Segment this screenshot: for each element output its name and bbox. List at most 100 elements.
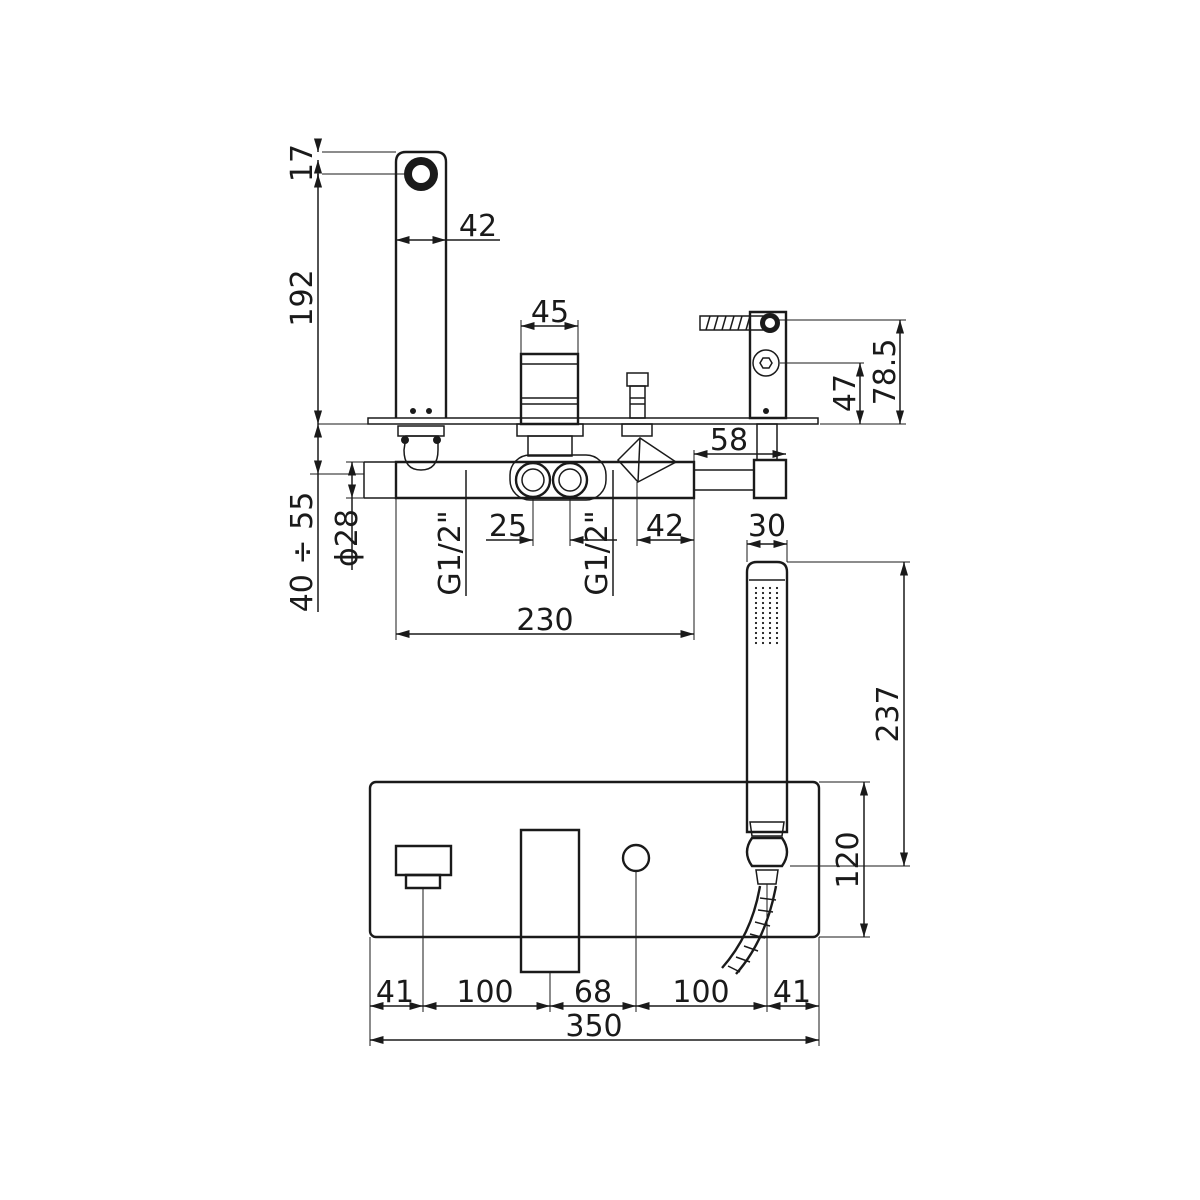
dim-label: 17: [285, 144, 320, 182]
nozzle-hole: [775, 591, 779, 595]
dim-label: 68: [574, 975, 612, 1010]
nozzle-hole: [754, 606, 758, 610]
dim-label: 58: [710, 423, 748, 458]
nozzle-hole: [768, 591, 772, 595]
nozzle-hole: [754, 626, 758, 630]
dim-label: 45: [531, 295, 569, 330]
inlet-left: [514, 461, 552, 499]
dim-label: 192: [285, 269, 320, 326]
nozzle-hole: [754, 631, 758, 635]
nozzle-hole: [775, 641, 779, 645]
handshower-nozzles: [754, 586, 779, 645]
spout-outlet: [394, 844, 453, 890]
nozzle-hole: [754, 611, 758, 615]
nozzle-hole: [761, 611, 765, 615]
dim-label: 78.5: [868, 339, 903, 406]
dim-spout-height: 192: [285, 160, 323, 424]
nozzle-hole: [754, 636, 758, 640]
nozzle-hole: [775, 606, 779, 610]
dim-spout-width: 42: [396, 209, 500, 245]
diverter-knob: [621, 843, 651, 873]
dim-handshower-length: 237: [787, 561, 910, 867]
dim-hose-offset: 58: [693, 423, 786, 462]
dim-label: 42: [459, 209, 497, 244]
dim-plate-total: 350: [370, 1009, 819, 1045]
nozzle-hole: [768, 596, 772, 600]
nozzle-hole: [775, 586, 779, 590]
nozzle-hole: [754, 596, 758, 600]
nozzle-hole: [761, 621, 765, 625]
handshower: [721, 560, 789, 975]
dim-mixer-width: 45: [520, 295, 579, 354]
dim-label: 230: [516, 603, 573, 638]
nozzle-hole: [761, 616, 765, 620]
nozzle-hole: [775, 636, 779, 640]
nozzle-hole: [761, 591, 765, 595]
nozzle-hole: [775, 626, 779, 630]
dim-label: ϕ28: [330, 509, 365, 567]
spout: [394, 150, 448, 471]
dim-label: 40 ÷ 55: [285, 492, 320, 613]
nozzle-hole: [768, 621, 772, 625]
mixer-cartridge: [516, 352, 584, 457]
nozzle-hole: [768, 641, 772, 645]
mixer-lever: [519, 828, 581, 974]
nozzle-hole: [768, 636, 772, 640]
nozzle-hole: [754, 616, 758, 620]
dim-label: 100: [456, 975, 513, 1010]
nozzle-hole: [775, 621, 779, 625]
nozzle-hole: [761, 596, 765, 600]
nozzle-hole: [761, 636, 765, 640]
nozzle-hole: [761, 626, 765, 630]
dim-pipe-diameter: ϕ28: [330, 461, 365, 570]
dim-inlet-spacing: 25: [486, 497, 617, 546]
nozzle-hole: [754, 586, 758, 590]
nozzle-hole: [761, 601, 765, 605]
dim-label: 100: [672, 975, 729, 1010]
nozzle-hole: [768, 626, 772, 630]
nozzle-hole: [775, 611, 779, 615]
dim-inlet-left: G1/2": [433, 470, 468, 596]
dim-label: 47: [828, 374, 863, 412]
nozzle-hole: [754, 621, 758, 625]
dim-plate-chain: 41 100 68 100 41: [369, 871, 820, 1046]
nozzle-hole: [768, 601, 772, 605]
nozzle-hole: [768, 586, 772, 590]
dim-label: 42: [646, 509, 684, 544]
dim-label: 350: [565, 1009, 622, 1044]
nozzle-hole: [761, 641, 765, 645]
handshower-holder: [699, 310, 788, 420]
dim-diverter-offset: 42: [636, 482, 695, 546]
dim-plate-height: 120: [819, 781, 870, 938]
nozzle-hole: [754, 591, 758, 595]
dim-label: 25: [489, 509, 527, 544]
hose-connector: [693, 423, 788, 500]
valve-body: [363, 454, 696, 501]
dim-handshower-width: 30: [746, 509, 788, 562]
dim-spout-top: 17: [285, 138, 405, 188]
nozzle-hole: [768, 606, 772, 610]
nozzle-hole: [754, 601, 758, 605]
wall-plate: [368, 780, 821, 939]
dim-label: G1/2": [433, 510, 468, 595]
nozzle-hole: [768, 611, 772, 615]
nozzle-hole: [768, 631, 772, 635]
dim-label: G1/2": [580, 510, 615, 595]
dim-label: 41: [773, 975, 811, 1010]
dim-label: 41: [376, 975, 414, 1010]
dim-label: 237: [871, 685, 906, 742]
nozzle-hole: [775, 596, 779, 600]
dim-holder: 78.5 47: [778, 319, 906, 425]
nozzle-hole: [761, 606, 765, 610]
nozzle-hole: [775, 631, 779, 635]
dim-inlet-right: G1/2": [580, 470, 615, 596]
dim-body-length: 230: [395, 498, 695, 640]
inlet-right: [551, 461, 589, 499]
diverter-button: [616, 372, 678, 483]
deck-plate: [318, 417, 819, 425]
dim-label: 30: [748, 509, 786, 544]
nozzle-hole: [754, 641, 758, 645]
nozzle-hole: [775, 616, 779, 620]
nozzle-hole: [761, 631, 765, 635]
